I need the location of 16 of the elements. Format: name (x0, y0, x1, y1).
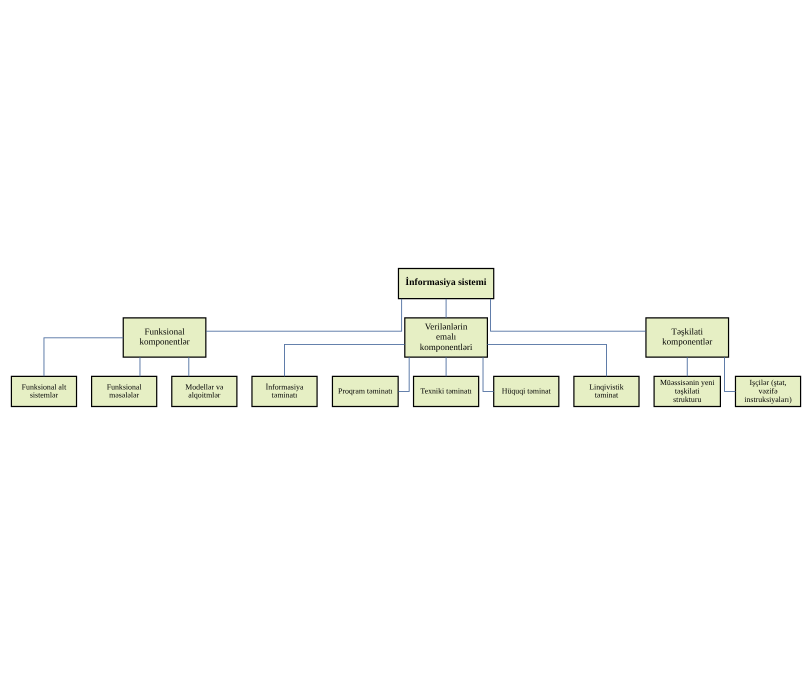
connector (724, 356, 736, 392)
connector (490, 298, 646, 332)
node-box: Verilənlərin emalı komponentləri (404, 316, 488, 358)
node-box: Funksional komponentlər (122, 316, 206, 358)
connector (686, 356, 688, 376)
connector (445, 356, 446, 376)
connector (139, 356, 140, 376)
connector (284, 343, 405, 376)
connector (482, 356, 494, 392)
connector (445, 298, 446, 318)
connector (205, 298, 402, 332)
connector (43, 336, 124, 376)
node-box: İnformasiya sistemi (397, 267, 494, 299)
connector (188, 356, 189, 376)
connector (486, 343, 606, 376)
node-box: Təşkilati komponentlər (644, 316, 729, 358)
